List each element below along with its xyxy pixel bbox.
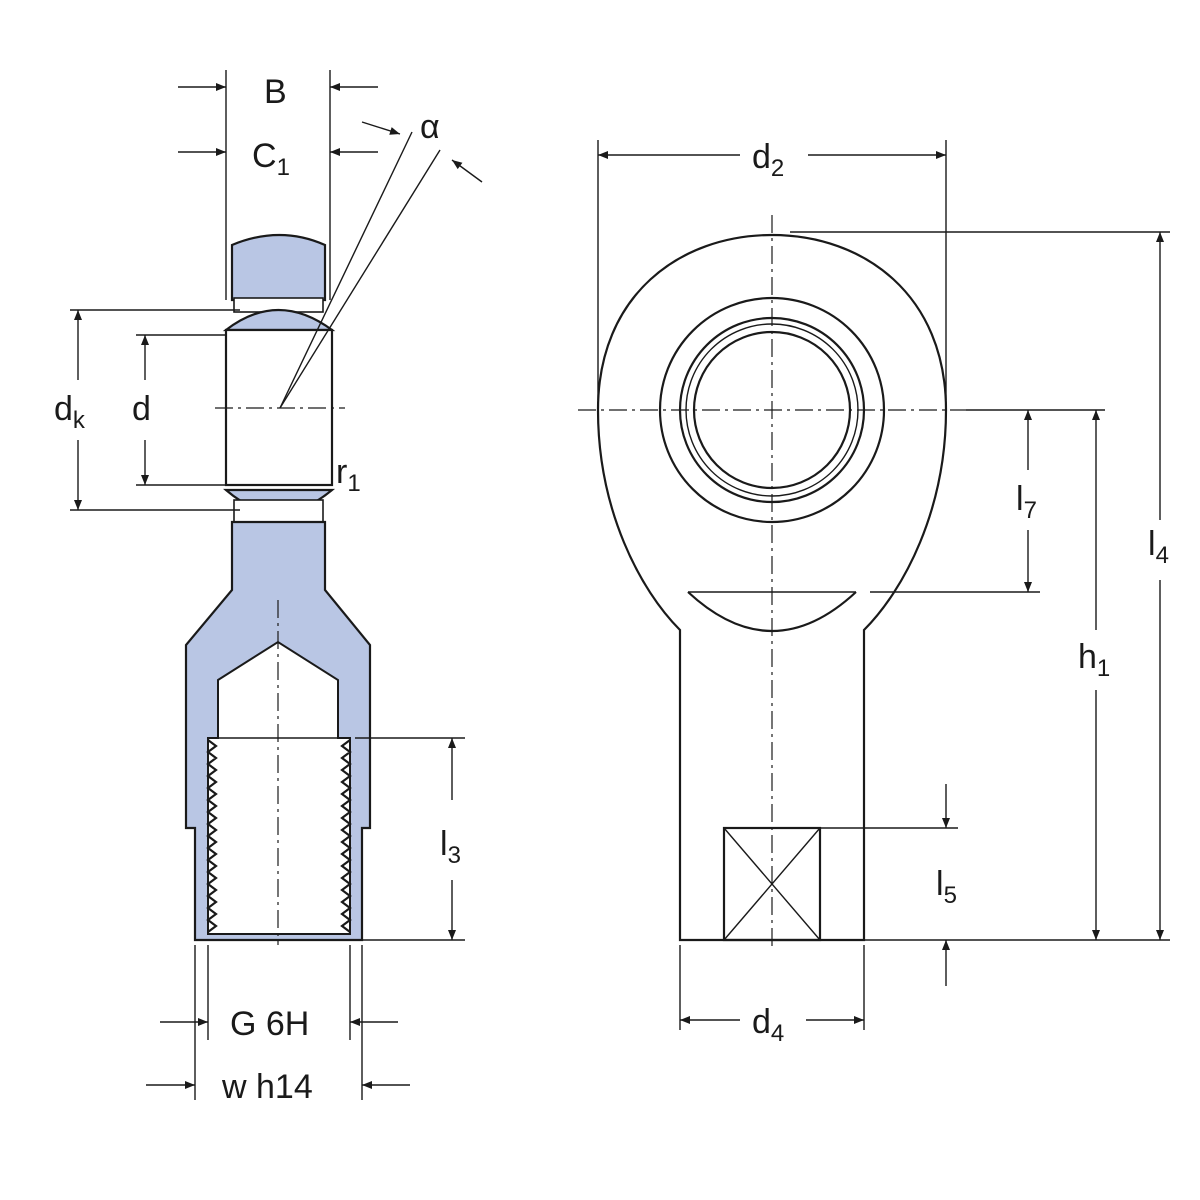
- label-h1: h1: [1078, 638, 1110, 682]
- outer-ring: [658, 296, 886, 524]
- label-B: B: [264, 73, 287, 111]
- label-l4: l4: [1148, 525, 1169, 569]
- label-wh14: w h14: [221, 1068, 313, 1106]
- housing-top: [230, 233, 327, 302]
- label-d: d: [132, 390, 151, 428]
- thread-left: [206, 739, 218, 933]
- alpha-line: [279, 131, 413, 409]
- label-C1: C1: [252, 137, 290, 181]
- label-dk: dk: [54, 390, 86, 434]
- dim-arrow: [361, 121, 401, 135]
- thread-right: [340, 739, 352, 933]
- label-alpha: α: [420, 108, 440, 146]
- front-view: d2 l4 h1 l7 l5 d4: [578, 138, 1170, 1047]
- label-G6H: G 6H: [230, 1005, 309, 1043]
- label-l3: l3: [440, 825, 461, 869]
- liner-bottom: [233, 499, 324, 523]
- ball-top: [222, 308, 336, 332]
- dim-arrow: [451, 159, 483, 183]
- label-d2: d2: [752, 138, 784, 182]
- label-l5: l5: [936, 865, 957, 909]
- label-d4: d4: [752, 1003, 784, 1047]
- label-l7: l7: [1016, 480, 1037, 524]
- thread-bore: [207, 640, 351, 935]
- housing-outline: [596, 233, 948, 942]
- side-view: B C1 α dk d r1 l3: [54, 70, 483, 1106]
- label-r1: r1: [336, 453, 361, 497]
- alpha-line: [279, 149, 441, 409]
